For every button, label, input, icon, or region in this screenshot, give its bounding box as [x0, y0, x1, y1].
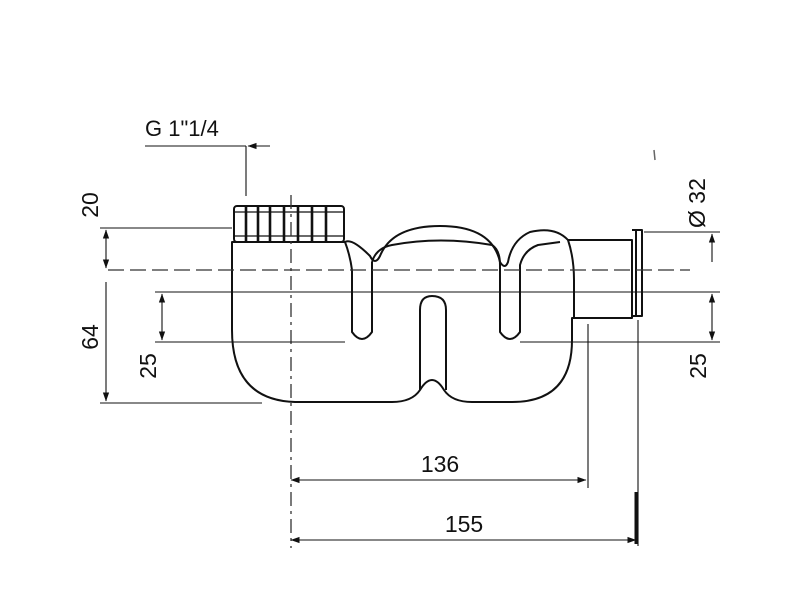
center-lines	[108, 195, 690, 548]
outlet-axis-width-label: 136	[421, 451, 459, 477]
overall-width-label: 155	[445, 511, 483, 537]
siphon-body	[231, 225, 643, 403]
siphon-inner-middle-fold	[371, 239, 561, 340]
siphon-center-inlet	[419, 295, 447, 390]
left-seal-label: 25	[135, 353, 161, 379]
right-seal-label: 25	[685, 353, 711, 379]
outlet-diameter-label: Ø 32	[684, 178, 710, 228]
siphon-inner-left-fold	[344, 241, 373, 340]
dimension-arrows	[102, 142, 716, 544]
extension-lines	[100, 145, 720, 546]
nut-outline	[233, 205, 345, 243]
threaded-nut	[233, 205, 345, 243]
siphon-outlet-inner-wall	[567, 239, 575, 318]
total-height-label: 64	[77, 324, 103, 350]
thread-size-label: G 1"1/4	[145, 116, 219, 141]
scan-artifact-dot	[653, 149, 656, 161]
siphon-outer-contour	[231, 225, 633, 403]
top-offset-label: 20	[77, 192, 103, 218]
